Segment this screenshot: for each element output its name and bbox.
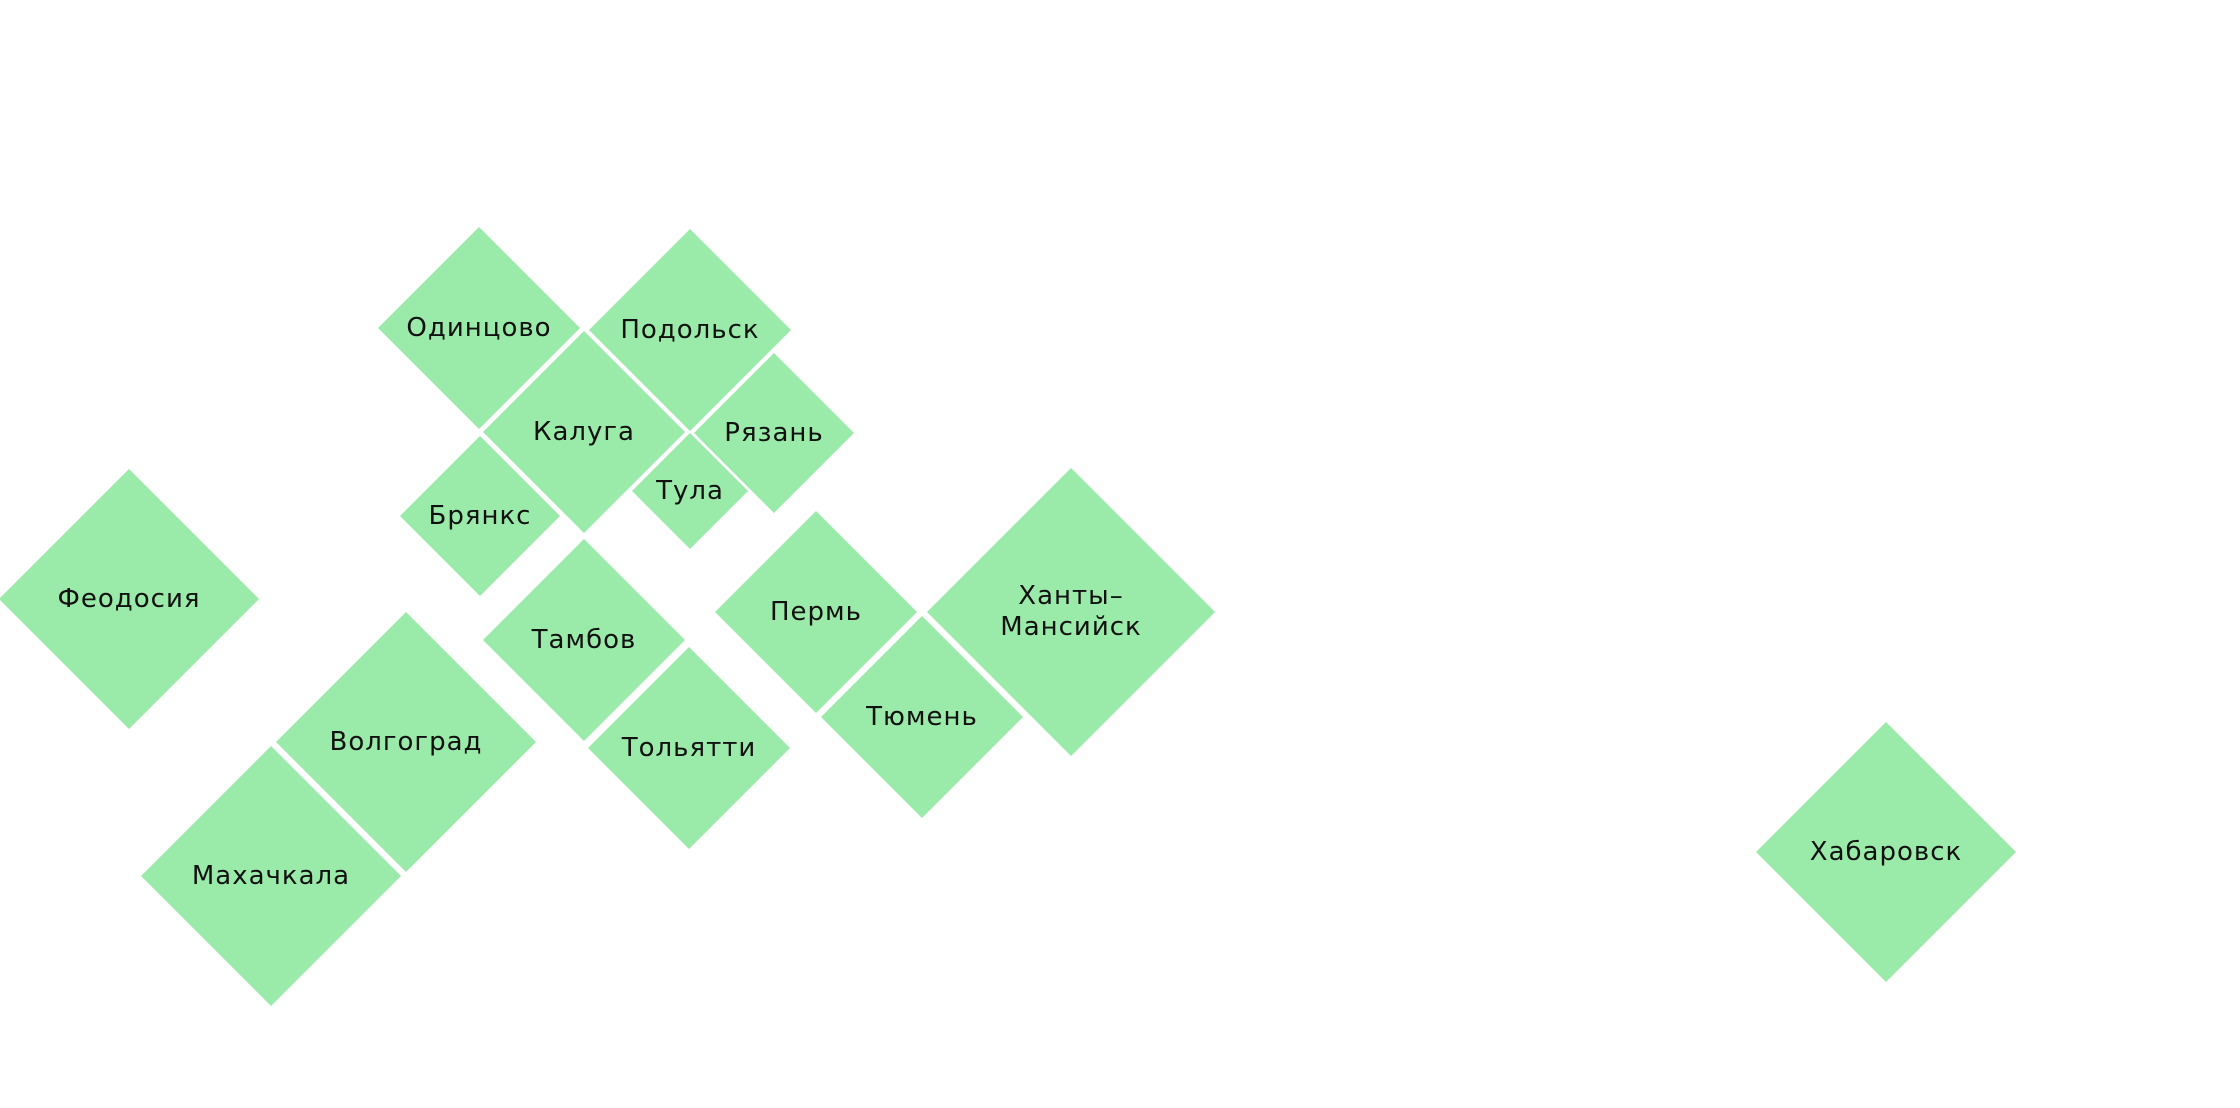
- diamond-shape: [1756, 722, 2016, 982]
- city-tile-khabarovsk[interactable]: Хабаровск: [1756, 722, 2016, 982]
- city-tile-tolyatti[interactable]: Тольятти: [588, 647, 790, 849]
- diamond-shape: [141, 746, 401, 1006]
- diamond-shape: [588, 647, 790, 849]
- city-tile-feodosiya[interactable]: Феодосия: [0, 469, 259, 729]
- diamond-shape: [821, 616, 1023, 818]
- diamond-shape: [0, 469, 259, 729]
- city-tile-tyumen[interactable]: Тюмень: [821, 616, 1023, 818]
- city-tile-makhachkala[interactable]: Махачкала: [141, 746, 401, 1006]
